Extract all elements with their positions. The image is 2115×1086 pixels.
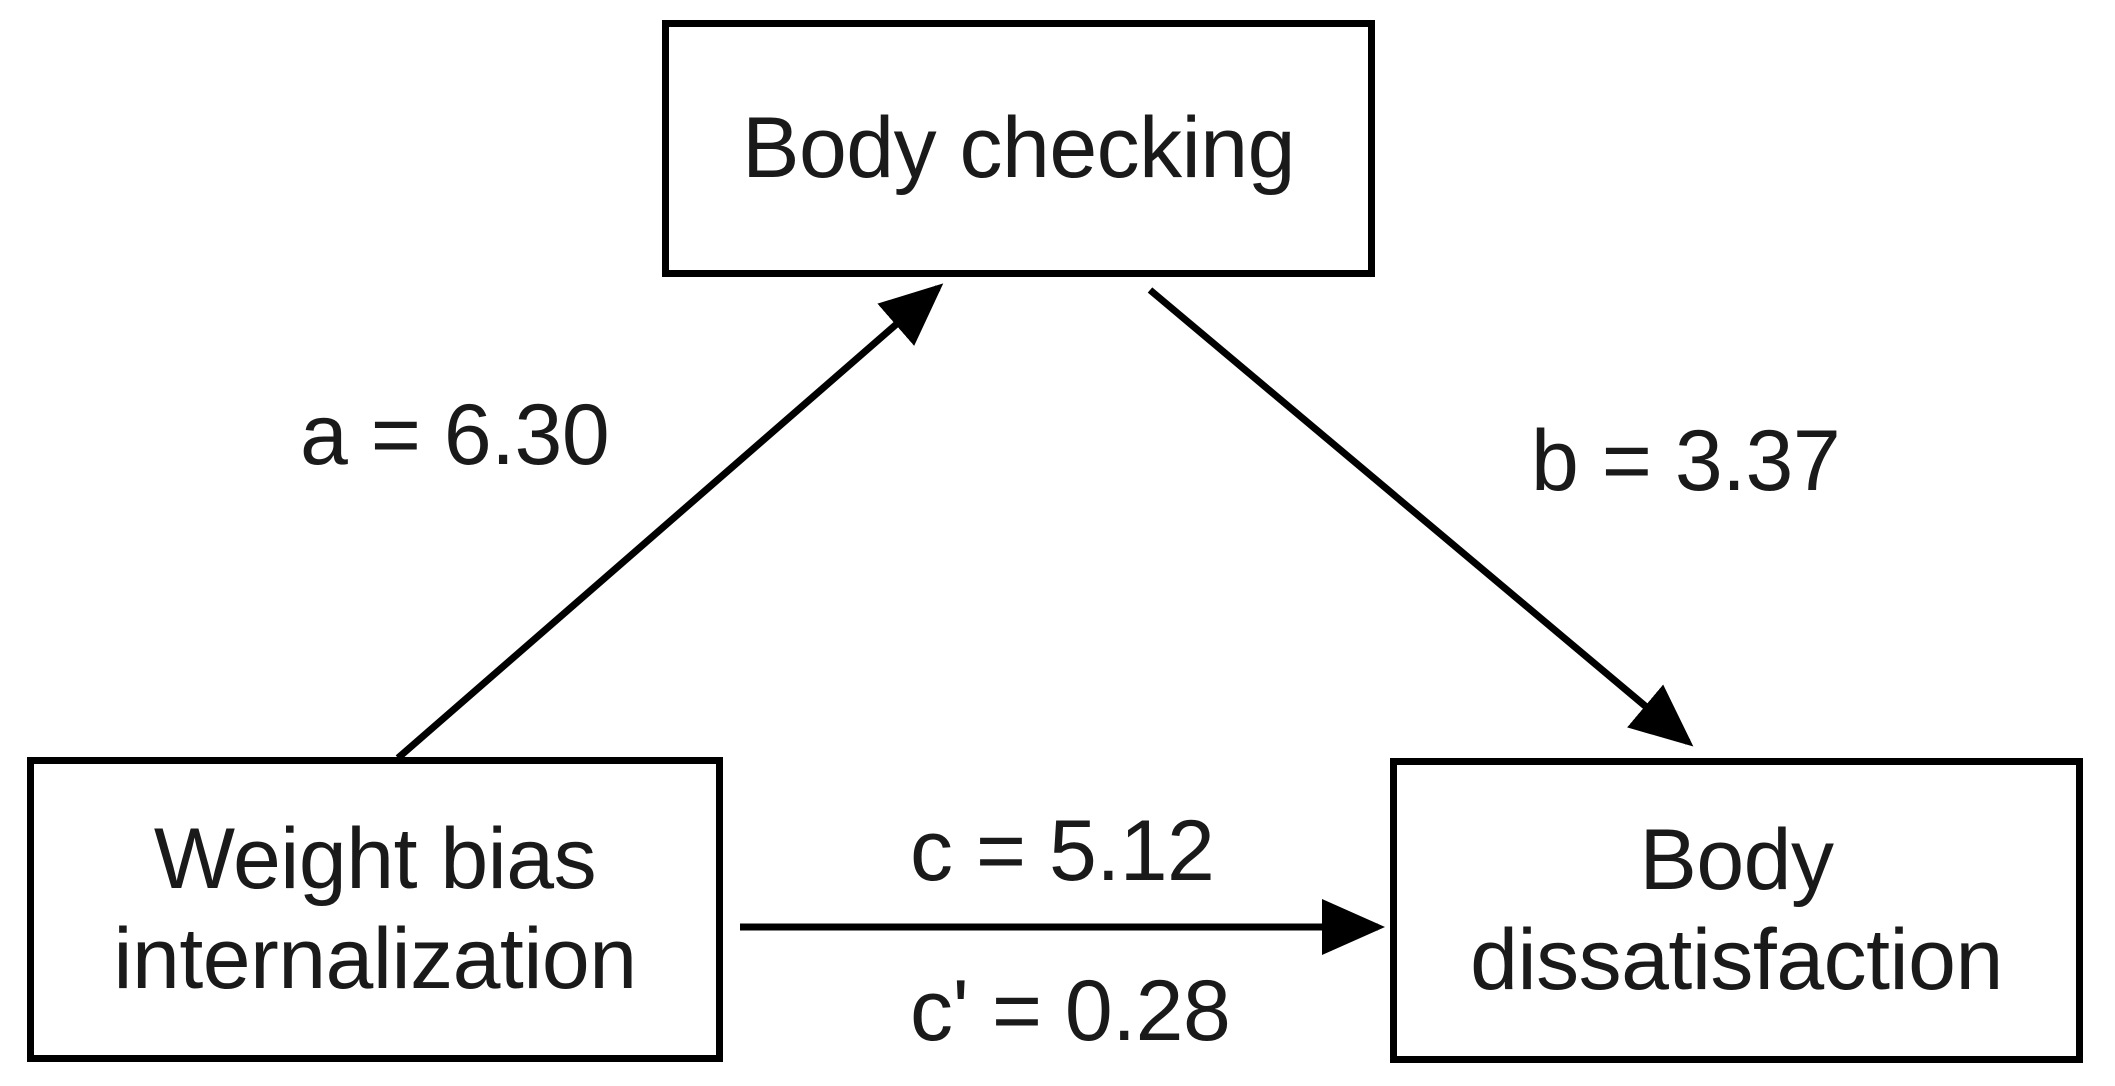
node-outcome-label-line1: Body <box>1639 811 1834 908</box>
node-mediator-label-line1: Body checking <box>742 99 1295 196</box>
node-predictor-label-line2: internalization <box>113 910 637 1007</box>
path-label-c: c = 5.12 <box>910 803 1215 899</box>
path-label-b: b = 3.37 <box>1531 413 1841 509</box>
path-a-arrow <box>395 283 944 761</box>
node-predictor-label-line1: Weight bias <box>153 810 597 907</box>
path-b-arrow <box>1147 287 1694 747</box>
node-body-checking[interactable]: Body checking <box>662 20 1375 277</box>
path-label-c-prime: c' = 0.28 <box>910 963 1231 1059</box>
node-weight-bias-internalization[interactable]: Weight bias internalization <box>27 757 723 1062</box>
path-label-a: a = 6.30 <box>300 387 610 483</box>
node-body-dissatisfaction[interactable]: Body dissatisfaction <box>1390 758 2083 1063</box>
node-outcome-label-line2: dissatisfaction <box>1470 911 2003 1008</box>
